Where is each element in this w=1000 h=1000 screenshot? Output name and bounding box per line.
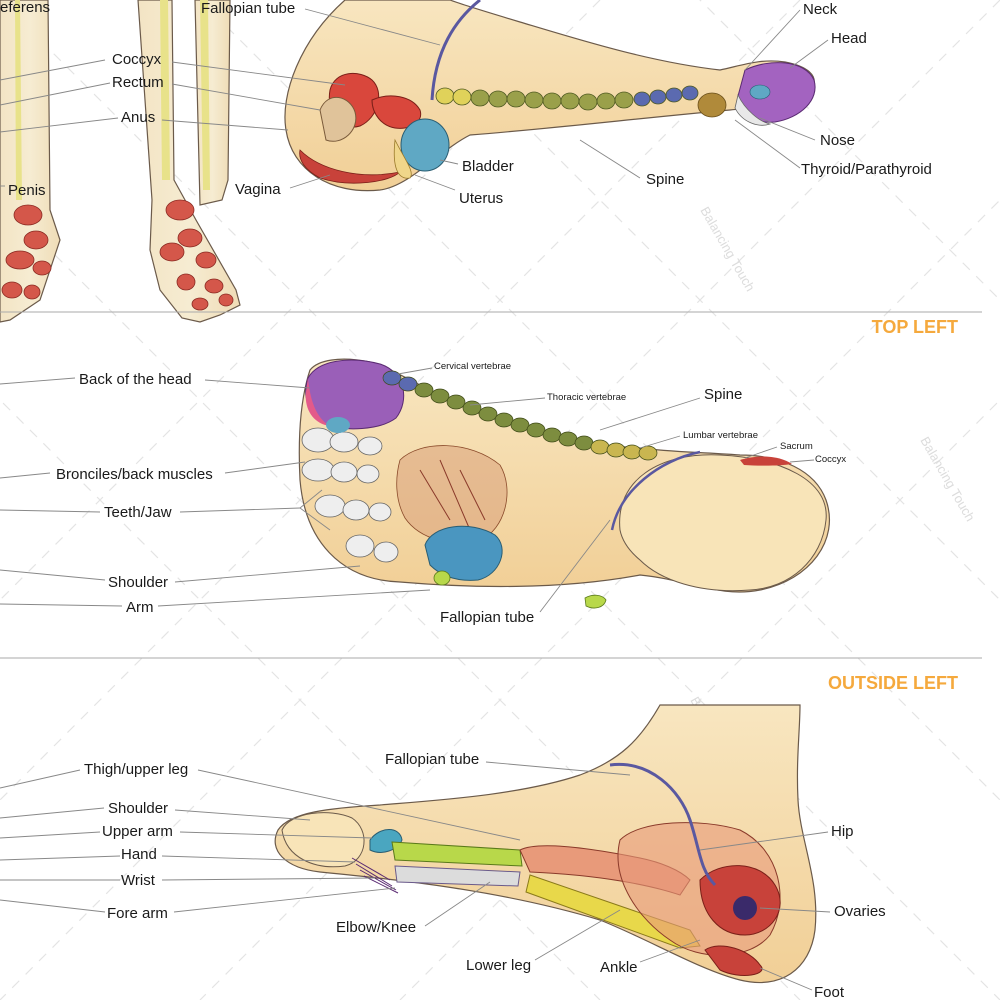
panel-3-leaders <box>0 761 831 991</box>
label-sacrum: Sacrum <box>780 441 813 452</box>
label-lumbar-vertebrae: Lumbar vertebrae <box>683 430 758 441</box>
label-shoulder-side: Shoulder <box>108 800 168 817</box>
label-bronciles: Bronciles/back muscles <box>56 466 213 483</box>
label-head: Head <box>831 30 867 47</box>
panel-1-labels: eferens Fallopian tube Neck Head Coccyx … <box>0 0 932 207</box>
panel-3: Fallopian tube Thigh/upper leg Shoulder … <box>0 704 886 1000</box>
label-shoulder-top: Shoulder <box>108 574 168 591</box>
label-fallopian-tube: Fallopian tube <box>201 0 295 17</box>
watermark-text: Balancing Touch <box>697 204 758 294</box>
section-title-top-left: TOP LEFT <box>872 317 958 337</box>
panel-2: Back of the head Cervical vertebrae Thor… <box>0 358 846 626</box>
label-ankle: Ankle <box>600 959 638 976</box>
label-upper-arm: Upper arm <box>102 823 173 840</box>
panel-2-labels: Back of the head Cervical vertebrae Thor… <box>56 361 846 626</box>
label-fallopian-tube-top: Fallopian tube <box>440 609 534 626</box>
label-ovaries: Ovaries <box>834 903 886 920</box>
legs-illustration <box>0 0 241 323</box>
foot-top-illustration <box>298 358 831 609</box>
panel-1: eferens Fallopian tube Neck Head Coccyx … <box>0 0 932 323</box>
label-hand: Hand <box>121 846 157 863</box>
label-hip: Hip <box>831 823 854 840</box>
panel-3-labels: Fallopian tube Thigh/upper leg Shoulder … <box>84 751 886 1000</box>
label-cervical-vertebrae: Cervical vertebrae <box>434 361 511 372</box>
label-neck: Neck <box>803 1 838 18</box>
foot-sole-illustration <box>284 0 816 192</box>
section-title-outside-left: OUTSIDE LEFT <box>828 673 958 693</box>
label-uterus: Uterus <box>459 190 503 207</box>
label-rectum: Rectum <box>112 74 164 91</box>
label-anus: Anus <box>121 109 155 126</box>
label-arm: Arm <box>126 599 154 616</box>
label-spine-top: Spine <box>704 386 742 403</box>
label-back-of-head: Back of the head <box>79 371 192 388</box>
label-penis: Penis <box>8 182 46 199</box>
label-foot: Foot <box>814 984 845 1000</box>
label-coccyx-top: Coccyx <box>815 454 846 465</box>
label-wrist: Wrist <box>121 872 156 889</box>
label-vas-deferens: eferens <box>0 0 50 16</box>
panel-1-leaders <box>0 8 829 191</box>
label-thoracic-vertebrae: Thoracic vertebrae <box>547 392 626 403</box>
label-thyroid: Thyroid/Parathyroid <box>801 161 932 178</box>
watermark-text-2: Balancing Touch <box>917 434 978 524</box>
label-fallopian-tube-side: Fallopian tube <box>385 751 479 768</box>
label-teeth-jaw: Teeth/Jaw <box>104 504 172 521</box>
label-fore-arm: Fore arm <box>107 905 168 922</box>
foot-outside-illustration <box>274 704 817 984</box>
label-nose: Nose <box>820 132 855 149</box>
label-lower-leg: Lower leg <box>466 957 531 974</box>
label-coccyx: Coccyx <box>112 51 162 68</box>
label-thigh: Thigh/upper leg <box>84 761 188 778</box>
label-vagina: Vagina <box>235 181 281 198</box>
label-spine: Spine <box>646 171 684 188</box>
label-bladder: Bladder <box>462 158 514 175</box>
panel-2-leaders <box>0 367 815 613</box>
label-elbow-knee: Elbow/Knee <box>336 919 416 936</box>
